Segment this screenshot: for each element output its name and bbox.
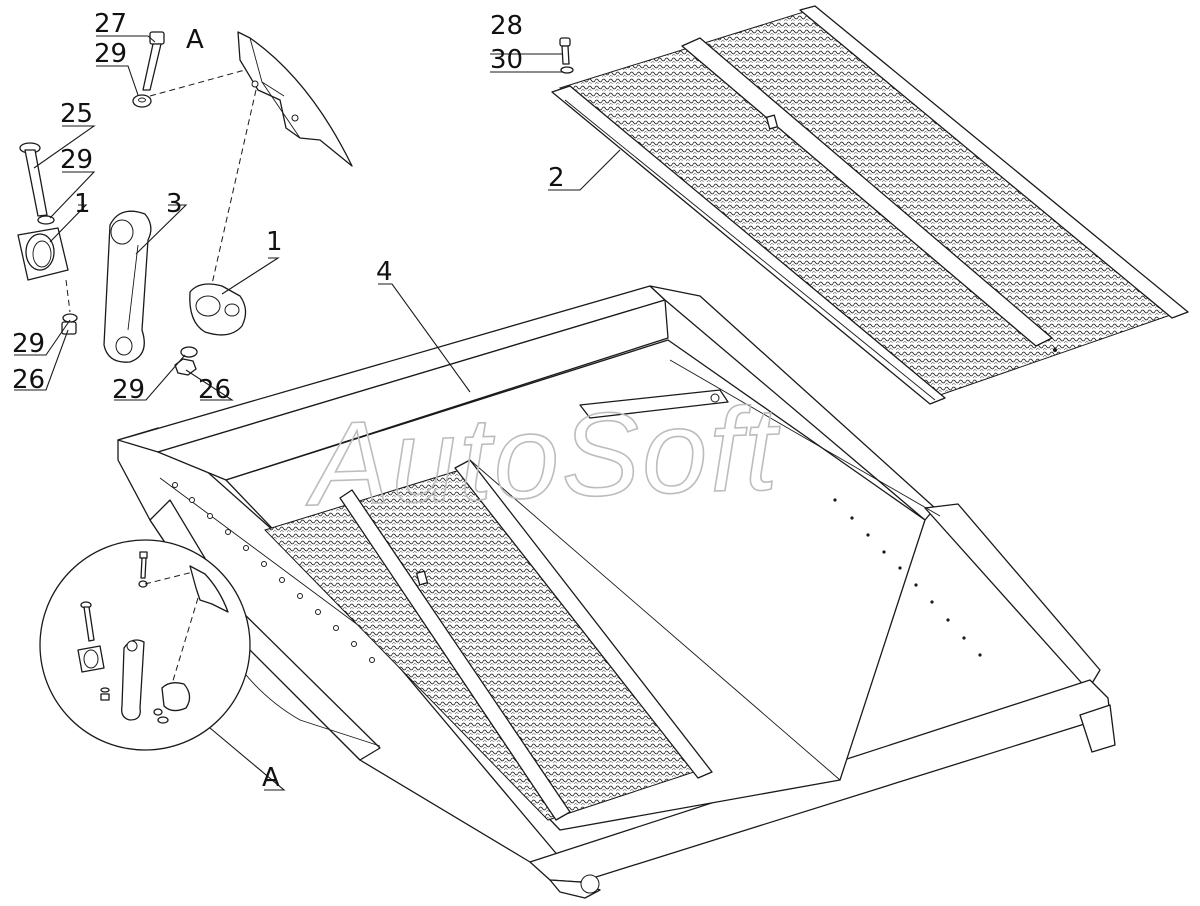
callout-29-lower-left: 29 <box>12 329 45 359</box>
washer-30 <box>560 66 574 74</box>
installed-sieve <box>264 459 841 821</box>
callout-26-lower-right: 26 <box>198 375 231 405</box>
callout-27: 27 <box>94 9 127 39</box>
callout-a-bottom: A <box>262 763 280 793</box>
main-frame-part-4 <box>117 285 1116 899</box>
leader-lines <box>14 35 621 791</box>
callout-3: 3 <box>166 189 183 219</box>
bracket-detail <box>237 31 353 167</box>
washer-29-lower-right <box>180 346 198 358</box>
bushing-1-right <box>189 283 247 336</box>
washer-29-top <box>132 94 152 108</box>
watermark-text: AutoSoft <box>302 383 783 532</box>
crank-arm-3 <box>103 210 152 363</box>
callout-1-right: 1 <box>266 227 283 257</box>
detail-a-circle <box>39 539 251 751</box>
callout-28: 28 <box>490 11 523 41</box>
callout-4: 4 <box>376 257 393 287</box>
washer-29-upper-left <box>37 215 55 225</box>
callout-30: 30 <box>490 45 523 75</box>
frame-left-holes <box>172 482 375 663</box>
callout-26-lower-left: 26 <box>12 365 45 395</box>
callout-29-left: 29 <box>60 145 93 175</box>
callout-2: 2 <box>548 163 565 193</box>
callout-29-top: 29 <box>94 39 127 69</box>
callout-29-lower-right: 29 <box>112 375 145 405</box>
callout-25: 25 <box>60 99 93 129</box>
callout-a-top: A <box>186 25 204 55</box>
bolt-28 <box>559 37 571 65</box>
frame-right-holes <box>833 498 982 657</box>
nut-26-right <box>174 358 197 376</box>
callout-labels: 27 29 A 28 30 25 29 1 3 1 2 4 29 26 29 2… <box>12 9 565 793</box>
bushing-1-left <box>17 227 69 281</box>
bolt-25 <box>19 142 48 217</box>
sieve-part-2 <box>551 5 1189 405</box>
callout-1-left: 1 <box>74 189 91 219</box>
